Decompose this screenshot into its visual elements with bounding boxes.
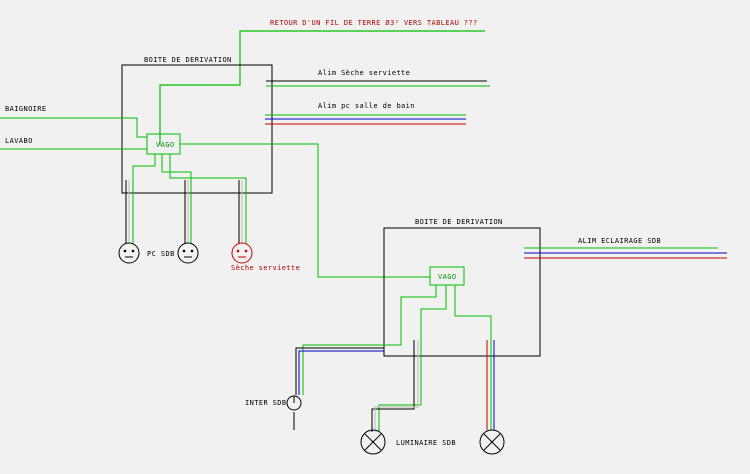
pc-earth-2 — [161, 154, 192, 195]
junction-box-2 — [383, 227, 541, 357]
luminaire-icon — [360, 429, 386, 455]
junction-box-2-title: BOITE DE DERIVATION — [415, 218, 503, 226]
socket-icon — [118, 242, 140, 264]
inter-box-earth-wire — [180, 143, 430, 278]
seche-earth — [169, 154, 247, 195]
cable-pc-2 — [184, 180, 192, 243]
alim-pc-label: Alim pc salle de bain — [318, 102, 415, 110]
towel-dryer-socket-icon — [231, 242, 253, 264]
pc-earth-1 — [132, 154, 156, 195]
vago-connector-2 — [429, 266, 465, 286]
baignoire-label: BAIGNOIRE — [5, 105, 47, 113]
alim-eclairage-label: ALIM ECLAIRAGE SDB — [578, 237, 661, 245]
inter-sdb-label: INTER SDB — [245, 399, 287, 407]
junction-box-1-title: BOITE DE DERIVATION — [144, 56, 232, 64]
cable-lum1 — [371, 340, 419, 432]
cable-lum2 — [486, 340, 495, 430]
vago-2-label: VAGO — [438, 273, 456, 281]
vago-1-label: VAGO — [156, 141, 174, 149]
earth-return-wire — [159, 30, 485, 145]
junction-box-1 — [121, 64, 273, 194]
alim-seche-label: Alim Sèche serviette — [318, 69, 410, 77]
switch-icon — [286, 395, 302, 411]
lavabo-label: LAVABO — [5, 137, 33, 145]
switch-earth — [302, 285, 437, 395]
seche-serviette-label: Sèche serviette — [231, 264, 300, 272]
luminaire-sdb-label: LUMINAIRE SDB — [396, 439, 456, 447]
pc-sdb-label: PC SDB — [147, 250, 175, 258]
cable-seche — [238, 180, 247, 243]
cable-inter — [295, 347, 384, 395]
earth-return-label: RETOUR D'UN FIL DE TERRE Ø3² VERS TABLEA… — [270, 19, 478, 27]
baignoire-wire — [0, 117, 147, 138]
luminaire-icon — [479, 429, 505, 455]
lum2-earth — [454, 285, 492, 430]
cable-pc-1 — [125, 180, 134, 243]
socket-icon — [177, 242, 199, 264]
